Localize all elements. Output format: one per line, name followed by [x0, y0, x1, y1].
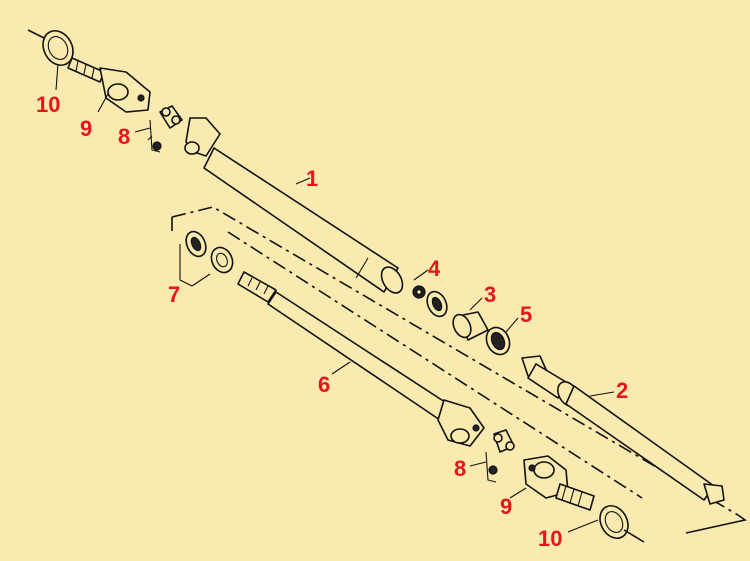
- seal-ring-top: [27, 29, 74, 66]
- shaft-6: [237, 271, 485, 447]
- assembly-bracket-outline: [171, 206, 747, 534]
- label-7: 7: [168, 282, 180, 307]
- shaft-1: [184, 117, 404, 294]
- label-5: 5: [520, 302, 532, 327]
- bearing-ring-5: [485, 326, 511, 356]
- nut-4: [412, 285, 426, 299]
- label-10-bottom: 10: [538, 526, 562, 551]
- label-9-top: 9: [80, 116, 92, 141]
- u-joint-cross-top: [147, 105, 183, 153]
- label-2: 2: [616, 378, 628, 403]
- label-6: 6: [318, 372, 330, 397]
- label-9-bottom: 9: [500, 494, 512, 519]
- shaft-2: [521, 355, 725, 505]
- label-10-top: 10: [36, 92, 60, 117]
- bushing-3: [452, 311, 489, 341]
- label-8-bottom: 8: [454, 456, 466, 481]
- seal-ring-bottom: [599, 504, 645, 543]
- label-3: 3: [484, 282, 496, 307]
- washer-3: [426, 290, 448, 318]
- washer-pair-7: [179, 230, 234, 287]
- label-8-top: 8: [118, 124, 130, 149]
- leader-lines: [55, 63, 615, 533]
- label-1: 1: [306, 166, 318, 191]
- center-axis-line: [227, 231, 643, 499]
- label-4: 4: [428, 256, 441, 281]
- u-joint-cross-bottom: [485, 429, 515, 483]
- yoke-bottom: [523, 455, 595, 511]
- yoke-top: [67, 57, 151, 113]
